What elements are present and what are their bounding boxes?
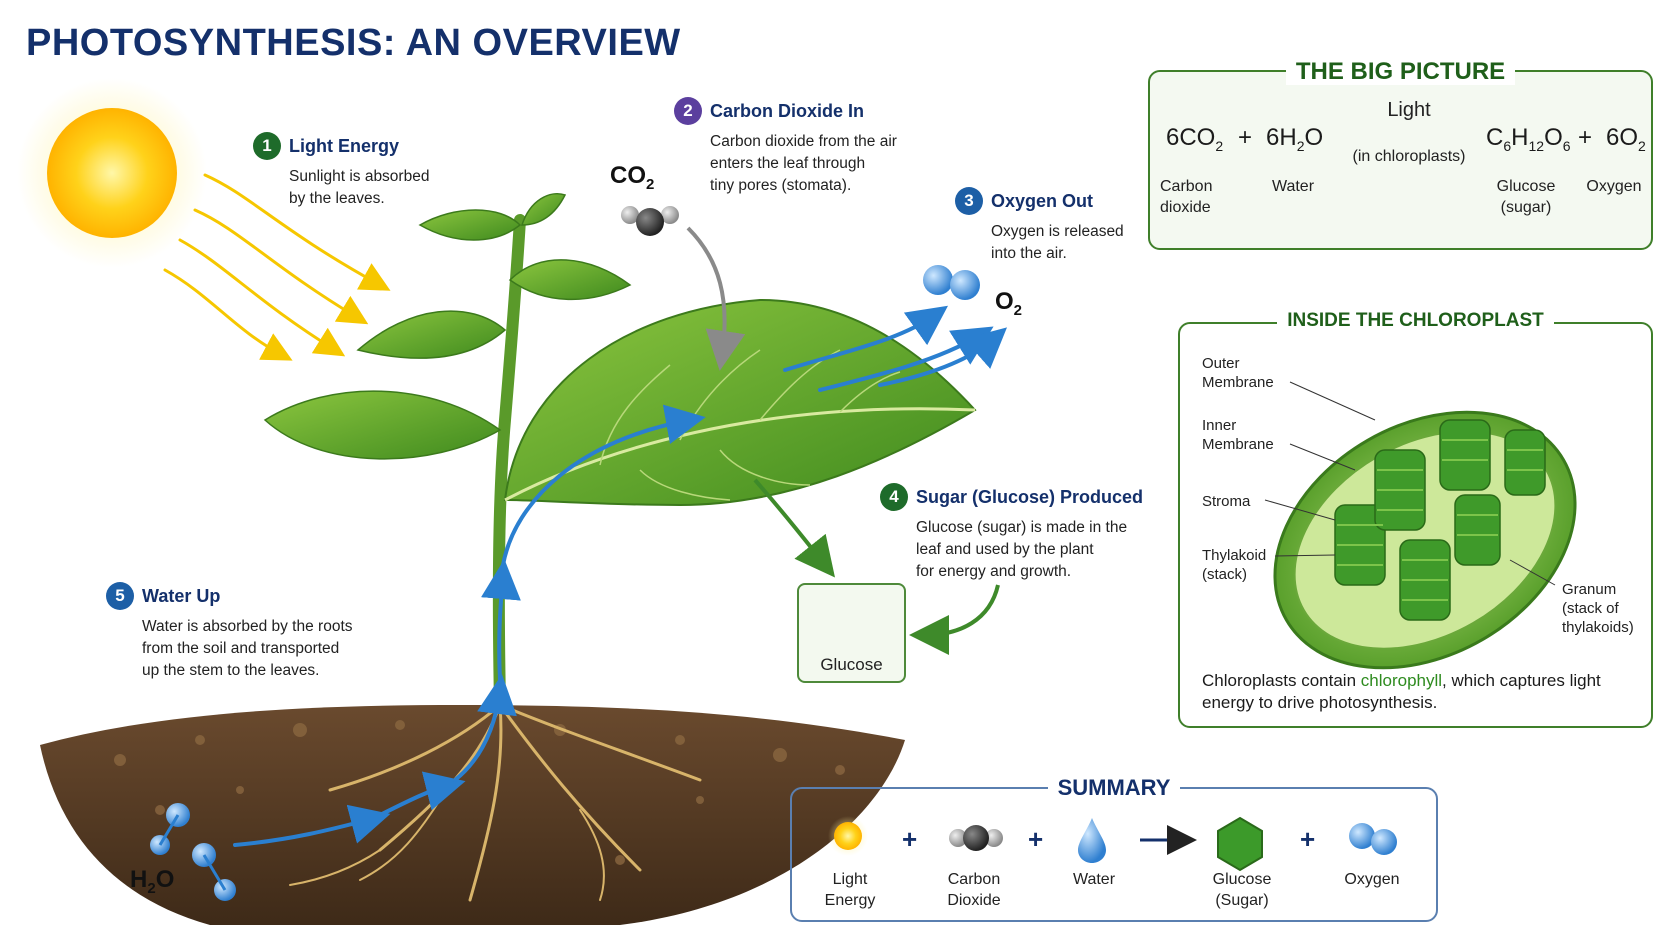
label-water: Water — [1271, 178, 1315, 195]
label-outer-membrane: Outer Membrane — [1202, 355, 1274, 391]
o2-out-arrows — [783, 305, 1008, 392]
step-title: Carbon Dioxide In — [710, 100, 865, 121]
big-picture-title: THE BIG PICTURE — [1285, 58, 1516, 85]
small-leaves — [263, 193, 632, 460]
step-description: Sunlight is absorbed by the leaves. — [289, 168, 430, 207]
glucose-arrow-down — [753, 478, 835, 578]
summary-label-light: Light Energy — [824, 871, 876, 909]
plus-sign: + — [1028, 824, 1044, 854]
product-oxygen: 6O2 — [1606, 124, 1646, 154]
step-water-up: 5 Water Up Water is absorbed by the roots… — [106, 582, 353, 682]
reactant-h2o: 6H2O — [1266, 124, 1324, 154]
summary-panel: SUMMARY + + + Light Energy Carbon Dioxid… — [790, 775, 1438, 922]
plus-sign: + — [902, 824, 918, 854]
label-inner-membrane: Inner Membrane — [1202, 417, 1274, 453]
sunlight-rays — [163, 173, 391, 361]
step-title: Light Energy — [289, 135, 400, 156]
page-title: PHOTOSYNTHESIS: AN OVERVIEW — [26, 22, 681, 64]
step-number: 2 — [674, 97, 702, 125]
label-oxygen: Oxygen — [1586, 178, 1642, 195]
glucose-label: Glucose — [820, 655, 883, 674]
plus-sign: + — [1300, 824, 1316, 854]
summary-label-water: Water — [1072, 871, 1116, 888]
chloroplast-illustration — [1264, 381, 1577, 670]
h2o-label: H2O — [130, 866, 175, 897]
glucose-arrow-back — [909, 584, 1000, 655]
o2-molecule-icon — [923, 265, 980, 300]
step-description: Carbon dioxide from the air enters the l… — [710, 133, 897, 194]
summary-label-glucose: Glucose (Sugar) — [1212, 871, 1272, 909]
step-glucose-produced: 4 Sugar (Glucose) Produced Glucose (sugar… — [880, 483, 1143, 583]
soil — [40, 705, 905, 925]
step-title: Water Up — [142, 585, 221, 606]
co2-label: CO2 — [610, 162, 655, 193]
chloroplast-panel: INSIDE THE CHLOROPLAST Outer Membrane In… — [1178, 310, 1653, 728]
summary-label-co2: Carbon Dioxide — [947, 871, 1001, 909]
label-thylakoid: Thylakoid (stack) — [1202, 547, 1267, 583]
step-description: Water is absorbed by the roots from the … — [142, 618, 353, 679]
label-carbon-dioxide: Carbon dioxide — [1160, 178, 1213, 216]
plus-sign: + — [1238, 124, 1253, 151]
step-description: Oxygen is released into the air. — [991, 223, 1124, 262]
co2-arrow — [686, 226, 746, 371]
water-molecules-icon — [150, 803, 236, 901]
glucose-box: Glucose — [797, 583, 906, 683]
step-title: Oxygen Out — [991, 190, 1094, 211]
arrow-label-light: Light — [1387, 99, 1431, 121]
product-glucose: C6H12O6 — [1486, 124, 1571, 154]
chloroplast-caption: Chloroplasts contain chlorophyll, which … — [1202, 671, 1601, 712]
step-oxygen-out: 3 Oxygen Out Oxygen is released into the … — [955, 187, 1124, 265]
label-glucose: Glucose (sugar) — [1496, 178, 1556, 216]
step-number: 1 — [253, 132, 281, 160]
big-picture-panel: THE BIG PICTURE 6CO2 + 6H2O Light (in ch… — [1148, 58, 1653, 250]
plus-sign: + — [1578, 124, 1593, 151]
step-number: 3 — [955, 187, 983, 215]
step-description: Glucose (sugar) is made in the leaf and … — [916, 519, 1128, 580]
summary-label-oxygen: Oxygen — [1344, 871, 1400, 888]
arrow-label-chloroplasts: (in chloroplasts) — [1352, 148, 1466, 165]
co2-molecule-icon — [621, 206, 679, 236]
summary-icons — [828, 816, 1397, 872]
step-title: Sugar (Glucose) Produced — [916, 486, 1144, 507]
label-stroma: Stroma — [1202, 493, 1251, 510]
label-granum: Granum (stack of thylakoids) — [1562, 581, 1634, 636]
chloroplast-title: INSIDE THE CHLOROPLAST — [1277, 310, 1554, 331]
step-carbon-dioxide-in: 2 Carbon Dioxide In Carbon dioxide from t… — [674, 97, 897, 197]
step-light-energy: 1 Light Energy Sunlight is absorbed by th… — [253, 132, 429, 210]
o2-label: O2 — [995, 288, 1023, 319]
summary-title: SUMMARY — [1047, 775, 1181, 800]
sun-icon — [17, 78, 207, 268]
step-number: 4 — [880, 483, 908, 511]
reactant-co2: 6CO2 — [1166, 124, 1224, 154]
step-number: 5 — [106, 582, 134, 610]
water-transport-arrows — [233, 404, 706, 847]
